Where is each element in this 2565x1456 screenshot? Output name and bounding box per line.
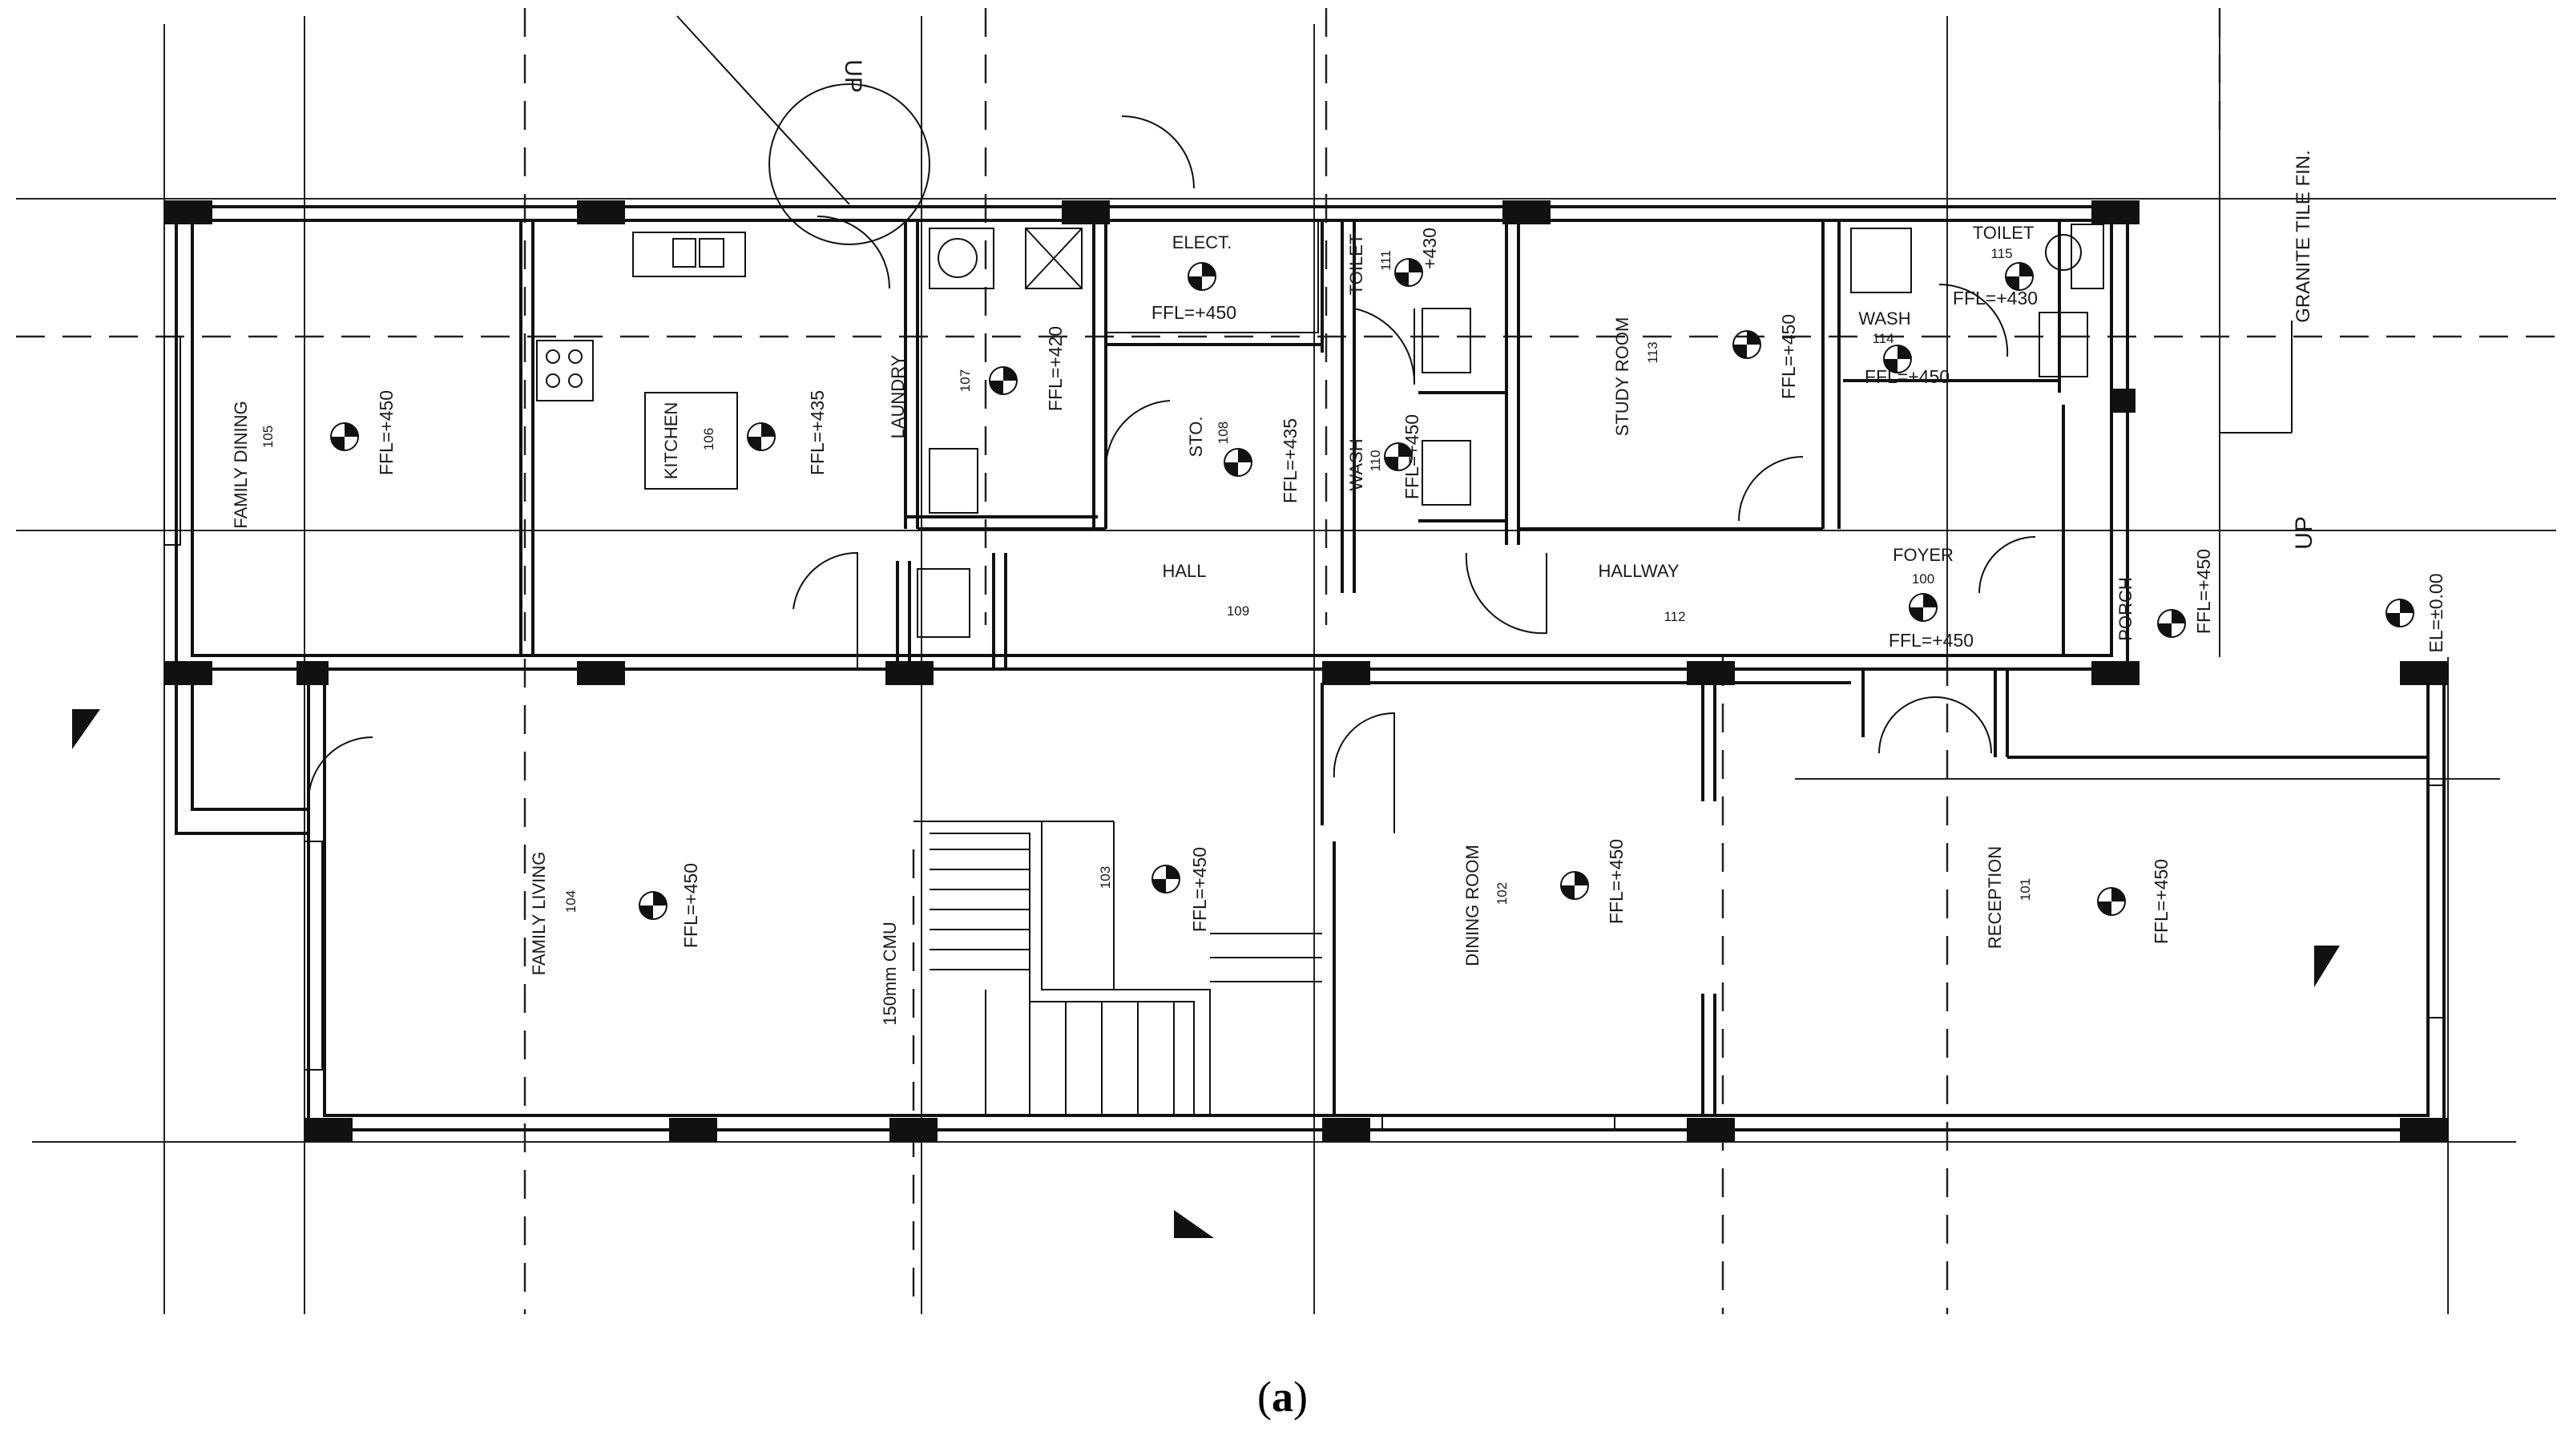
room-family-dining-level: FFL=+450: [376, 390, 397, 475]
room-sto-level: FFL=+435: [1280, 418, 1301, 503]
columns: [164, 200, 2448, 1142]
room-labels: FAMILY DINING 105 FFL=+450 KITCHEN 106 F…: [231, 223, 2214, 975]
room-hallway-number: 112: [1664, 609, 1685, 624]
room-dining-level: FFL=+450: [1606, 839, 1627, 924]
room-foyer-number: 100: [1912, 571, 1934, 587]
room-reception-number: 101: [2018, 878, 2033, 901]
annotations: UP UP GRANITE TILE FIN. 150mm CMU EL=±0.…: [840, 59, 2446, 1026]
room-kitchen-level: FFL=+435: [807, 390, 828, 475]
room-dining-number: 102: [1494, 882, 1510, 905]
room-wash-110-level: FFL=+450: [1401, 414, 1422, 499]
level-markers: [330, 258, 2414, 920]
figure-caption: (a): [0, 1372, 2565, 1422]
room-study-number: 113: [1645, 341, 1660, 363]
room-toilet-111-name: TOILET: [1346, 234, 1366, 296]
room-porch-name: PORCH: [2115, 577, 2135, 640]
room-elect-name: ELECT.: [1172, 232, 1232, 252]
room-foyer-level: FFL=+450: [1889, 630, 1974, 651]
staircase: [913, 821, 1322, 1115]
external-level-note: EL=±0.00: [2426, 574, 2446, 653]
caption-open: (: [1257, 1373, 1272, 1421]
section-markers: [72, 709, 2340, 1238]
room-sto-number: 108: [1216, 421, 1231, 444]
room-hall-number: 109: [1227, 603, 1249, 619]
room-kitchen-number: 106: [701, 428, 716, 450]
room-kitchen-name: KITCHEN: [661, 402, 681, 480]
room-hallway-name: HALLWAY: [1598, 561, 1679, 581]
room-wash-114-name: WASH: [1858, 309, 1910, 329]
door-swings: [308, 15, 2036, 833]
room-reception-level: FFL=+450: [2151, 859, 2172, 944]
room-103-level: FFL=+450: [1189, 847, 1210, 932]
room-foyer-name: FOYER: [1893, 545, 1954, 565]
room-toilet-115-level: FFL=+430: [1953, 288, 2038, 309]
room-study-level: FFL=+450: [1778, 314, 1799, 399]
room-porch-level: FFL=+450: [2193, 549, 2214, 634]
room-toilet-111-level: +430: [1419, 228, 1440, 269]
room-103-number: 103: [1098, 866, 1113, 889]
room-laundry-name: LAUNDRY: [888, 354, 908, 438]
room-elect-level: FFL=+450: [1151, 302, 1236, 323]
room-study-name: STUDY ROOM: [1612, 317, 1632, 437]
room-family-living-name: FAMILY LIVING: [529, 852, 549, 975]
granite-tile-note: GRANITE TILE FIN.: [2293, 150, 2314, 323]
stair-up-label-top: UP: [840, 59, 866, 93]
grid-lines: [16, 16, 2556, 1314]
room-dining-name: DINING ROOM: [1462, 845, 1482, 966]
room-family-living-number: 104: [563, 890, 579, 913]
room-family-living-level: FFL=+450: [680, 863, 701, 948]
room-toilet-115-name: TOILET: [1973, 223, 2035, 243]
room-toilet-115-number: 115: [1990, 246, 2012, 261]
room-family-dining-number: 105: [260, 426, 276, 448]
room-family-dining-name: FAMILY DINING: [231, 401, 251, 528]
room-wash-114-level: FFL=+450: [1865, 366, 1950, 387]
room-wash-114-number: 114: [1872, 331, 1894, 346]
room-toilet-111-number: 111: [1378, 250, 1393, 271]
caption-letter: a: [1272, 1373, 1293, 1421]
stair-up-label-right: UP: [2291, 516, 2317, 550]
room-wash-110-number: 110: [1368, 450, 1383, 471]
room-hall-name: HALL: [1162, 561, 1206, 581]
room-reception-name: RECEPTION: [1985, 846, 2005, 949]
room-laundry-number: 107: [958, 369, 973, 392]
caption-close: ): [1293, 1373, 1308, 1421]
room-sto-name: STO.: [1186, 417, 1206, 458]
cmu-note: 150mm CMU: [880, 922, 900, 1026]
room-laundry-level: FFL=+420: [1045, 326, 1066, 411]
fixtures: [163, 220, 2445, 1131]
room-wash-110-name: WASH: [1346, 438, 1366, 490]
dashed-grid-lines: [16, 8, 2556, 1314]
